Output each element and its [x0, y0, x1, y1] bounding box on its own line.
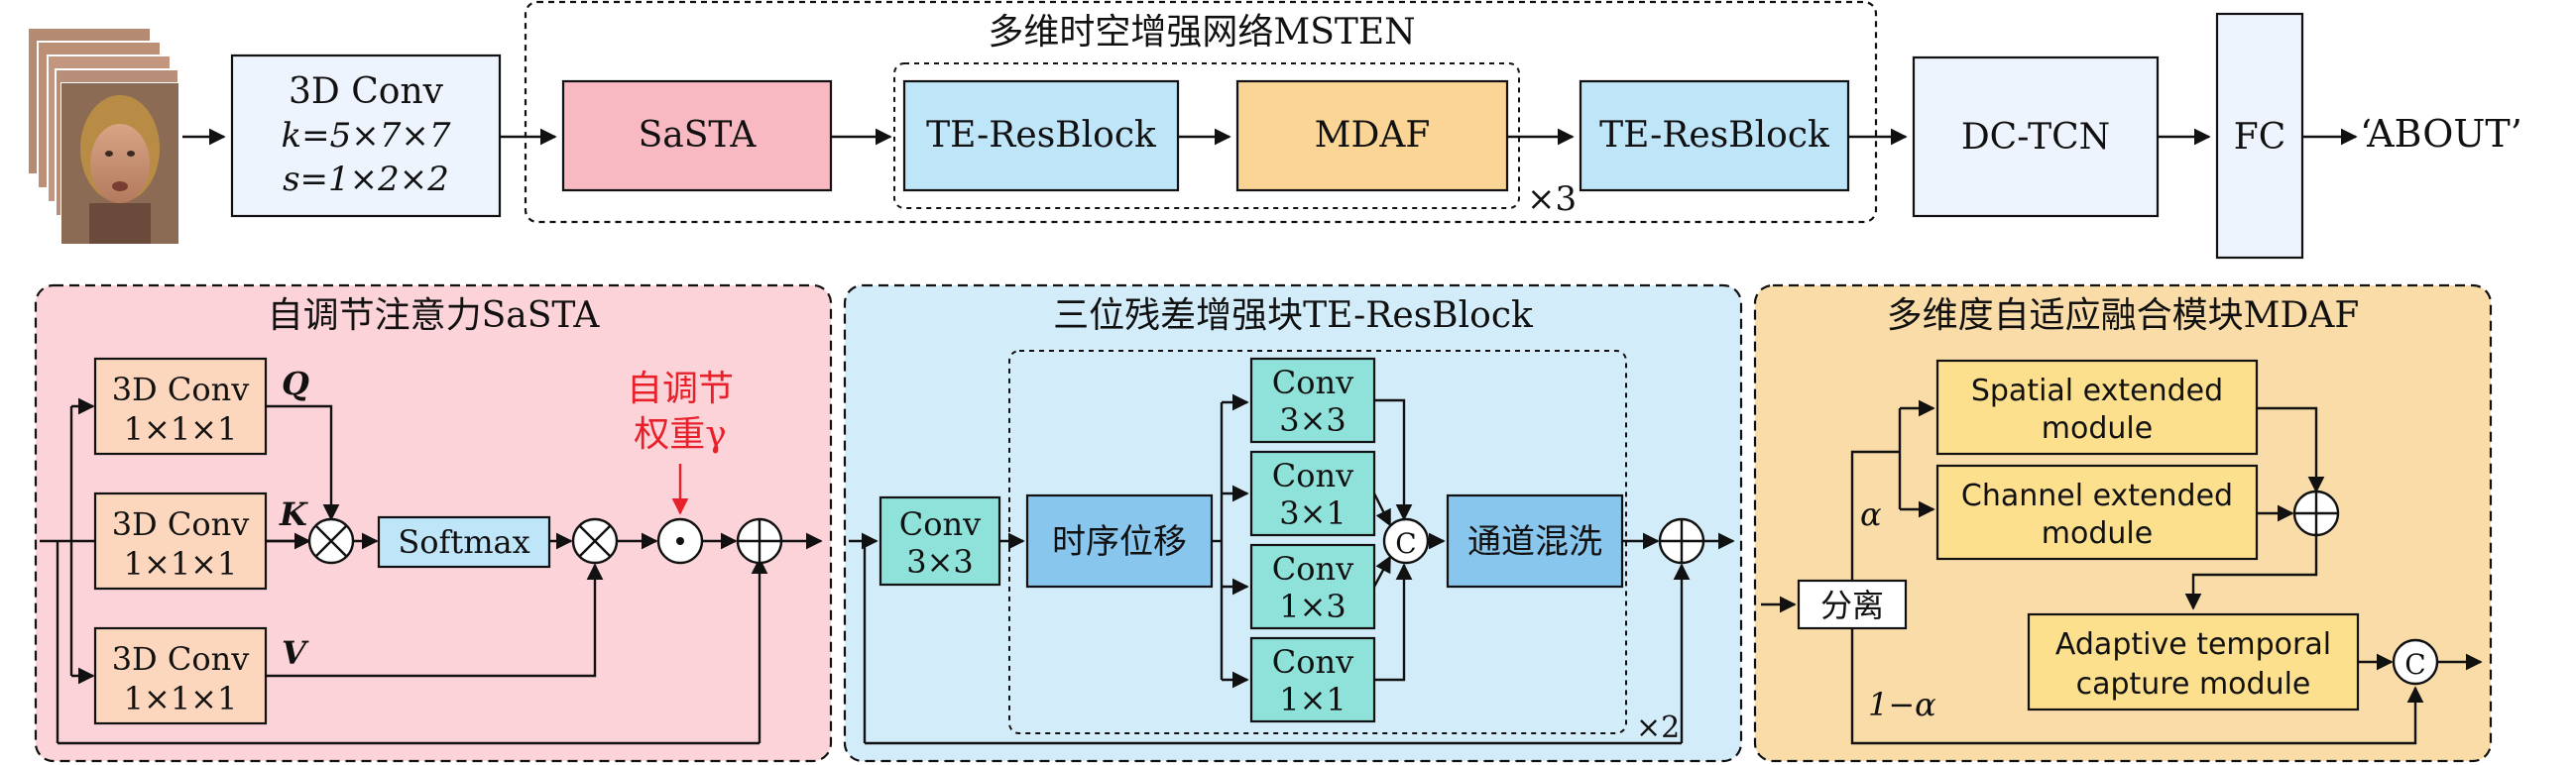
te-resblock-1 [902, 79, 1180, 192]
alpha-path [1850, 450, 1900, 581]
add-mdaf-plus-icon [2294, 492, 2338, 535]
repeat-group-dashed [893, 62, 1520, 209]
te-branch-conv-2 [1249, 450, 1376, 537]
mdaf-block-label: MDAF [1315, 115, 1431, 156]
label-q: Q [282, 365, 309, 402]
temporal-l1: Adaptive temporal [2055, 627, 2331, 662]
one-minus-alpha-path [1850, 628, 2424, 745]
input-video-frames [27, 27, 179, 245]
add-sasta-plus-icon [738, 519, 781, 563]
split-label: 分离 [1820, 587, 1884, 624]
concat-mdaf-label: C [2404, 648, 2425, 681]
dctcn-label: DC-TCN [1961, 117, 2110, 158]
concat-te-label: C [1395, 527, 1416, 560]
channel-l1: Channel extended [1961, 479, 2233, 513]
repeat-x3: ×3 [1527, 179, 1577, 219]
arrow-branch-2-to-concat [1372, 492, 1392, 527]
arrow-spatial-to-add [2257, 406, 2325, 493]
te-conv-in-l2: 3×3 [906, 543, 974, 581]
arrow-branch-1-to-concat [1374, 398, 1413, 521]
arrow-v-to-mult2 [266, 563, 604, 678]
mdaf-block [1235, 79, 1509, 192]
te-repeat-x2: ×2 [1636, 710, 1680, 745]
arrow-q-to-mult [266, 404, 340, 521]
arrow-branch-3-to-concat [1372, 555, 1392, 588]
msten-title: 多维时空增强网络MSTEN [988, 12, 1415, 53]
gamma-label-l2: 权重γ [634, 414, 727, 455]
split-box [1797, 579, 1908, 630]
conv3d-stem-title: 3D Conv [289, 71, 444, 112]
temporal-l2: capture module [2076, 667, 2311, 702]
channel-shuffle-label: 通道混洗 [1467, 522, 1602, 562]
channel-l2: module [2042, 516, 2153, 551]
matmul-2-cross-icon [578, 524, 612, 558]
sasta-conv-q-l1: 3D Conv [112, 371, 250, 408]
temporal-shift-box [1025, 493, 1214, 589]
te-branch-3-l2: 1×3 [1279, 588, 1347, 625]
output-word: ‘ABOUT’ [2360, 112, 2522, 156]
label-v: V [282, 634, 309, 672]
gamma-label-l1: 自调节 [627, 369, 734, 409]
te-branch-2-l2: 3×1 [1279, 494, 1347, 532]
te-branch-2-l1: Conv [1272, 457, 1353, 494]
te-branch-4-l1: Conv [1272, 643, 1353, 681]
matmul-1-cross-icon [314, 524, 348, 558]
arrow-branch-4-to-concat [1374, 563, 1413, 682]
softmax-box [377, 515, 551, 569]
alpha-label: α [1860, 495, 1882, 533]
scale-dot-icon [676, 537, 684, 545]
fc-label: FC [2234, 117, 2286, 158]
te-conv-in [878, 495, 1001, 587]
sasta-conv-k-l2: 1×1×1 [124, 545, 238, 583]
te-resblock-1-label: TE-ResBlock [926, 115, 1157, 156]
conv3d-stem-kernel: k=5×7×7 [282, 116, 451, 156]
te-resblock-2 [1579, 79, 1850, 192]
temporal-shift-label: 时序位移 [1052, 522, 1187, 562]
sasta-conv-q [93, 357, 268, 456]
channel-shuffle-box [1446, 493, 1624, 589]
fc-block [2215, 12, 2304, 260]
add-te-plus-icon [1660, 519, 1703, 563]
channel-extended-box [1935, 464, 2259, 561]
sasta-conv-v-l1: 3D Conv [112, 640, 250, 678]
spatial-extended-box [1935, 359, 2259, 456]
sasta-block [561, 79, 833, 192]
sasta-block-label: SaSTA [639, 115, 758, 156]
mdaf-panel-title: 多维度自适应融合模块MDAF [1887, 295, 2360, 336]
te-branch-1-l2: 3×3 [1279, 401, 1347, 439]
label-k: K [279, 495, 308, 533]
sasta-conv-q-l2: 1×1×1 [124, 410, 238, 448]
sasta-conv-k-l1: 3D Conv [112, 505, 250, 543]
one-minus-alpha-label: 1−α [1868, 686, 1936, 723]
conv3d-stem-box [230, 54, 502, 218]
arrow-add-to-temporal [2184, 535, 2318, 610]
te-branch-conv-4 [1249, 636, 1376, 723]
sasta-panel-title: 自调节注意力SaSTA [268, 295, 601, 336]
te-conv-in-l1: Conv [899, 505, 981, 543]
spatial-l2: module [2042, 411, 2153, 446]
sasta-conv-v-l2: 1×1×1 [124, 680, 238, 717]
te-resblock-2-label: TE-ResBlock [1599, 115, 1830, 156]
sasta-conv-k [93, 492, 268, 591]
te-panel-title: 三位残差增强块TE-ResBlock [1053, 295, 1534, 336]
te-branch-1-l1: Conv [1272, 364, 1353, 401]
conv3d-stem-stride: s=1×2×2 [283, 160, 449, 199]
msten-container [524, 0, 1878, 224]
softmax-label: Softmax [398, 523, 529, 561]
te-branch-4-l2: 1×1 [1279, 681, 1347, 718]
sasta-conv-v [93, 626, 268, 725]
dctcn-block [1912, 55, 2160, 218]
spatial-l1: Spatial extended [1971, 374, 2223, 408]
te-branch-3-l1: Conv [1272, 550, 1353, 588]
